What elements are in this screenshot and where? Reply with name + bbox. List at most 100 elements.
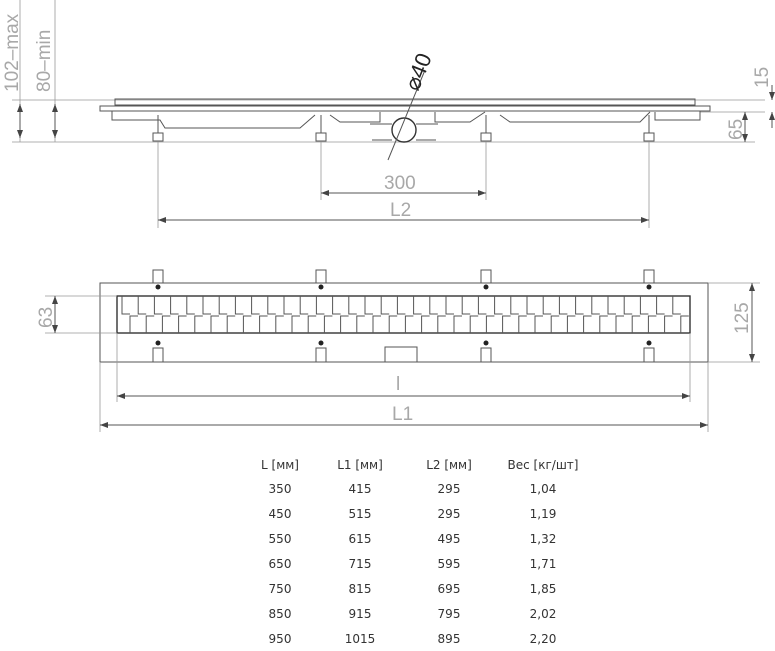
grate-tooth bbox=[267, 296, 284, 333]
table-cell: 1,19 bbox=[529, 506, 557, 521]
grate-tooth bbox=[137, 296, 155, 333]
grate-tooth bbox=[639, 296, 657, 333]
grate-tooth bbox=[445, 296, 462, 333]
l-dim-label: l bbox=[396, 374, 400, 395]
table-cell: 295 bbox=[437, 506, 461, 521]
bracket bbox=[152, 269, 164, 284]
height-min-label: 80–min bbox=[34, 30, 55, 92]
screw-hole bbox=[483, 340, 489, 346]
screw-hole bbox=[646, 284, 652, 290]
slot-dim-label: 63 bbox=[36, 307, 57, 328]
grate-tooth bbox=[283, 296, 300, 333]
bracket bbox=[315, 347, 327, 363]
plan-view: 63 125 l L1 bbox=[36, 269, 760, 432]
bracket bbox=[643, 347, 655, 363]
table-cell: 1,85 bbox=[529, 581, 557, 596]
height-dim-label: 65 bbox=[726, 119, 747, 140]
grate-teeth bbox=[121, 296, 689, 333]
bracket bbox=[643, 269, 655, 284]
header-weight: Вес [кг/шт] bbox=[507, 458, 579, 472]
grate-tooth bbox=[234, 296, 252, 333]
table-cell: 2,20 bbox=[529, 631, 557, 646]
grate-tooth bbox=[558, 296, 576, 333]
table-cell: 2,02 bbox=[529, 606, 557, 621]
diameter-label: ⌀40 bbox=[399, 50, 436, 94]
header-l1: L1 [мм] bbox=[337, 458, 383, 472]
grate-tooth bbox=[153, 296, 171, 333]
grate-tooth bbox=[477, 296, 495, 333]
bracket bbox=[152, 347, 164, 363]
table-cell: 1015 bbox=[344, 631, 376, 646]
bracket bbox=[480, 347, 492, 363]
screw-hole bbox=[318, 284, 324, 290]
table-cell: 1,32 bbox=[529, 531, 557, 546]
grate-tooth bbox=[429, 296, 446, 333]
bracket bbox=[480, 269, 492, 284]
top-dim-label: 15 bbox=[752, 67, 773, 88]
table-row: 950 1015 895 2,20 bbox=[245, 626, 593, 651]
table-row: 450 515 295 1,19 bbox=[245, 501, 593, 526]
table-cell: 950 bbox=[268, 631, 292, 646]
table-cell: 695 bbox=[437, 581, 461, 596]
table-row: 550 615 495 1,32 bbox=[245, 526, 593, 551]
table-cell: 715 bbox=[348, 556, 372, 571]
table-header-row: L [мм] L1 [мм] L2 [мм] Вес [кг/шт] bbox=[245, 454, 593, 476]
screw-hole bbox=[155, 340, 161, 346]
grate-tooth bbox=[380, 296, 398, 333]
header-l: L [мм] bbox=[261, 458, 299, 472]
grate-tooth bbox=[542, 296, 560, 333]
grate-tooth bbox=[121, 296, 138, 333]
grate-tooth bbox=[494, 296, 511, 333]
screw-hole bbox=[318, 340, 324, 346]
grate-tooth bbox=[413, 296, 430, 333]
table-cell: 895 bbox=[437, 631, 461, 646]
grate-tooth bbox=[218, 296, 236, 333]
grate-tooth bbox=[251, 296, 268, 333]
side-view: ⌀40 102–max 80–min 15 65 300 L2 bbox=[2, 0, 775, 228]
table-cell: 615 bbox=[348, 531, 372, 546]
table-cell: 550 bbox=[268, 531, 292, 546]
height-max-label: 102–max bbox=[2, 13, 23, 92]
screw-hole bbox=[646, 340, 652, 346]
table-cell: 915 bbox=[348, 606, 372, 621]
l2-dim-label: L2 bbox=[390, 200, 411, 221]
grate-tooth bbox=[299, 296, 317, 333]
grate-tooth bbox=[348, 296, 365, 333]
table-cell: 815 bbox=[348, 581, 372, 596]
screw-hole bbox=[155, 284, 161, 290]
table-cell: 350 bbox=[268, 481, 292, 496]
grate-tooth bbox=[202, 296, 219, 333]
outlet-pipe bbox=[391, 117, 417, 143]
grate-tooth bbox=[526, 296, 543, 333]
grate-tooth bbox=[364, 296, 381, 333]
grate-tooth bbox=[623, 296, 641, 333]
grate-tooth bbox=[510, 296, 527, 333]
table-cell: 495 bbox=[437, 531, 461, 546]
grate-tooth bbox=[607, 296, 624, 333]
screw-hole bbox=[483, 284, 489, 290]
grate-tooth bbox=[315, 296, 333, 333]
grate-tooth bbox=[461, 296, 479, 333]
grate-tooth bbox=[575, 296, 592, 333]
grate-tooth bbox=[396, 296, 414, 333]
table-cell: 595 bbox=[437, 556, 461, 571]
l1-dim-label: L1 bbox=[392, 404, 413, 425]
table-cell: 1,04 bbox=[529, 481, 557, 496]
width-dim-label: 125 bbox=[732, 302, 753, 334]
table-cell: 795 bbox=[437, 606, 461, 621]
header-l2: L2 [мм] bbox=[426, 458, 472, 472]
table-cell: 450 bbox=[268, 506, 292, 521]
grate-tooth bbox=[656, 296, 673, 333]
technical-drawing: ⌀40 102–max 80–min 15 65 300 L2 63 125 bbox=[2, 0, 775, 432]
leveling-feet bbox=[152, 115, 655, 142]
table-row: 350 415 295 1,04 bbox=[245, 476, 593, 501]
table-cell: 295 bbox=[437, 481, 461, 496]
table-cell: 415 bbox=[348, 481, 372, 496]
table-cell: 1,71 bbox=[529, 556, 557, 571]
table-cell: 515 bbox=[348, 506, 372, 521]
dimensions-table: L [мм] L1 [мм] L2 [мм] Вес [кг/шт] 350 41… bbox=[245, 454, 593, 651]
grate-tooth bbox=[186, 296, 203, 333]
